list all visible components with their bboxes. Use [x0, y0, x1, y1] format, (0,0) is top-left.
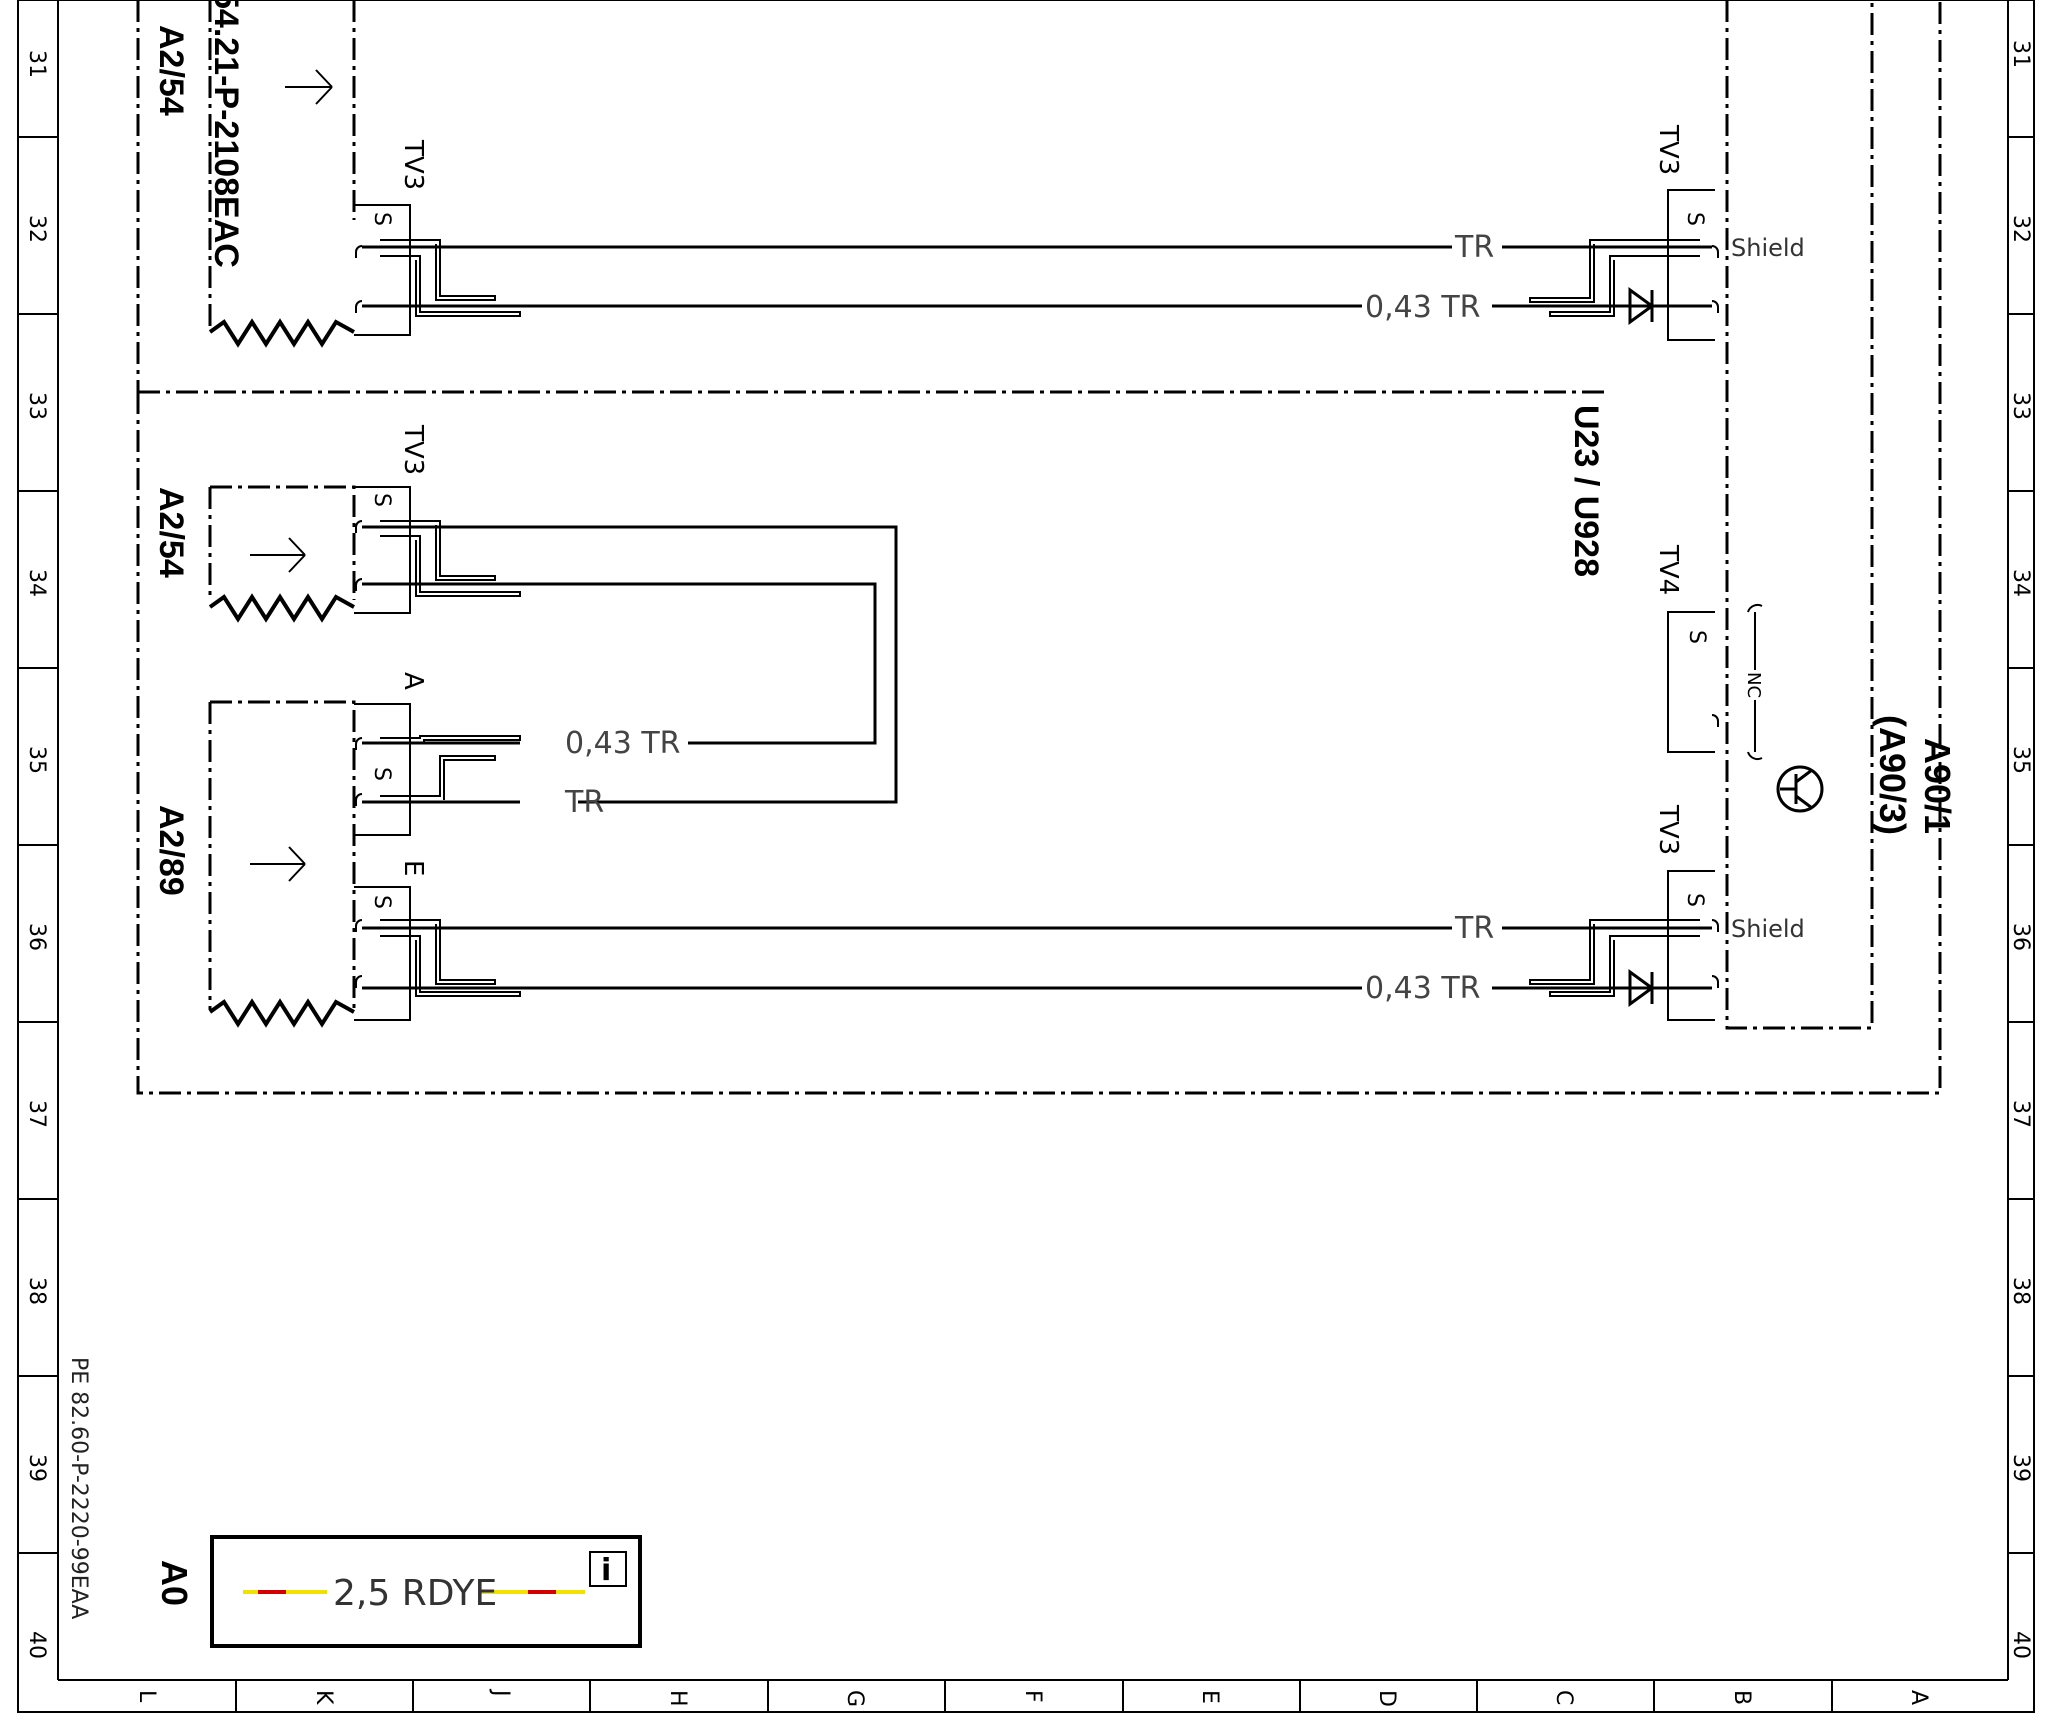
- row-label-left: 35: [24, 746, 49, 774]
- row-label-right: 35: [2008, 746, 2033, 774]
- antenna-icon: [250, 537, 306, 573]
- row-label-right: 32: [2008, 215, 2033, 243]
- housing-zigzags: [208, 318, 355, 1028]
- component-label-a90: A90/1: [1917, 738, 1958, 834]
- column-label: A: [1906, 1690, 1931, 1705]
- boundary-a90-module: [1725, 0, 1874, 1030]
- svg-text:i: i: [601, 1553, 611, 1588]
- row-labels: 31 32 33 34 35 36 37 38 39 40 31 32 33 3…: [24, 40, 2033, 1659]
- row-label-right: 37: [2008, 1100, 2033, 1128]
- amplifier-icon: [1628, 287, 1655, 325]
- connector-label: A: [398, 672, 428, 690]
- wire-label-043-tr: 0,43 TR: [1365, 290, 1481, 325]
- row-label-right: 38: [2008, 1277, 2033, 1305]
- row-label-left: 34: [24, 569, 49, 597]
- boundary-a2-89: [208, 700, 356, 1010]
- connector-label: TV4: [1653, 544, 1683, 595]
- wire-label-043-tr: 0,43 TR: [1365, 971, 1481, 1006]
- boundary-top-group: [136, 0, 1610, 394]
- pin-label: S: [369, 212, 394, 226]
- column-label: B: [1729, 1690, 1754, 1705]
- pin-label: S: [1682, 893, 1707, 907]
- pin-label: S: [369, 767, 394, 781]
- row-label-left: 32: [24, 215, 49, 243]
- row-label-right: 31: [2008, 40, 2033, 68]
- row-label-right: 34: [2008, 569, 2033, 597]
- row-label-right: 39: [2008, 1454, 2033, 1482]
- column-label: K: [311, 1690, 336, 1705]
- antenna-icon: [285, 69, 333, 105]
- row-label-left: 33: [24, 392, 49, 420]
- boundary-a2-54-mid: [208, 485, 356, 600]
- shield-label: Shield: [1731, 234, 1805, 262]
- column-label: C: [1551, 1690, 1576, 1705]
- row-label-left: 36: [24, 923, 49, 951]
- group-boundaries: [136, 0, 1942, 1095]
- pin-label: S: [369, 493, 394, 507]
- boundary-u23-group: [136, 0, 1942, 1095]
- component-label-a2-89: A2/89: [152, 805, 190, 896]
- pin-label: S: [1682, 212, 1707, 226]
- pin-label: S: [369, 895, 394, 909]
- column-label: G: [842, 1690, 867, 1707]
- connector-label: TV3: [1653, 124, 1683, 175]
- row-label-left: 40: [24, 1631, 49, 1659]
- column-labels: L K J H G F E D C B A: [134, 1688, 1931, 1707]
- column-ticks: [235, 1680, 1833, 1712]
- part-number-label: 54.21-P-2108EAC: [207, 0, 245, 268]
- row-label-left: 38: [24, 1277, 49, 1305]
- connector-label: TV3: [1653, 804, 1683, 855]
- component-label-a2-54-top: A2/54: [152, 25, 190, 116]
- connector-label: TV3: [398, 424, 428, 475]
- row-label-right: 40: [2008, 1631, 2033, 1659]
- legend-code: A0: [154, 1560, 195, 1606]
- column-label: L: [134, 1690, 159, 1703]
- connector-housings-left: [354, 204, 411, 1021]
- shield-braids: [380, 239, 1700, 997]
- wire-labels: TR 0,43 TR 0,43 TR TR TR 0,43 TR: [564, 230, 1494, 1006]
- wire-label-043-tr: 0,43 TR: [565, 726, 681, 761]
- row-label-left: 39: [24, 1454, 49, 1482]
- pin-label: S: [1684, 630, 1709, 644]
- boundary-a2-54-top: [208, 0, 356, 332]
- nc-arrows: [1747, 603, 1763, 761]
- wires: [362, 245, 1712, 990]
- wire-label-tr: TR: [1454, 911, 1494, 946]
- zigzag-icon: [208, 998, 355, 1028]
- component-label-a2-54-mid: A2/54: [152, 487, 190, 578]
- row-label-right: 33: [2008, 392, 2033, 420]
- document-reference: PE 82.60-P-2220-99EAA: [66, 1357, 91, 1619]
- column-label: F: [1020, 1690, 1045, 1703]
- antenna-icons: [250, 69, 333, 882]
- row-label-right: 36: [2008, 923, 2033, 951]
- antenna-icon: [250, 846, 306, 882]
- component-label-a90-alt: (A90/3): [1872, 715, 1913, 835]
- transistor-icon: [1776, 765, 1824, 813]
- connector-label: E: [398, 860, 428, 876]
- wire-label-tr: TR: [564, 785, 604, 820]
- column-label: H: [665, 1690, 690, 1707]
- sheet-frame: [17, 0, 2035, 1713]
- legend-box: [210, 1535, 642, 1648]
- info-icon[interactable]: i: [589, 1551, 627, 1588]
- zigzag-icon: [208, 318, 355, 348]
- row-label-left: 31: [24, 50, 49, 78]
- connector-housings-right: [1667, 189, 1719, 1021]
- row-label-left: 37: [24, 1100, 49, 1128]
- zigzag-icon: [208, 593, 355, 623]
- column-label: E: [1197, 1690, 1222, 1704]
- wire-label-tr: TR: [1454, 230, 1494, 265]
- amplifier-icon: [1628, 969, 1655, 1007]
- shield-label: Shield: [1731, 915, 1805, 943]
- amplifier-triangles: [1628, 287, 1655, 1007]
- nc-label: NC: [1743, 672, 1764, 698]
- row-ticks: [18, 136, 2034, 1554]
- connector-label: TV3: [398, 139, 428, 190]
- legend-wire-label: 2,5 RDYE: [333, 1573, 497, 1614]
- column-label: J: [488, 1688, 513, 1697]
- component-label-u23: U23 / U928: [1567, 405, 1605, 577]
- column-label: D: [1374, 1690, 1399, 1707]
